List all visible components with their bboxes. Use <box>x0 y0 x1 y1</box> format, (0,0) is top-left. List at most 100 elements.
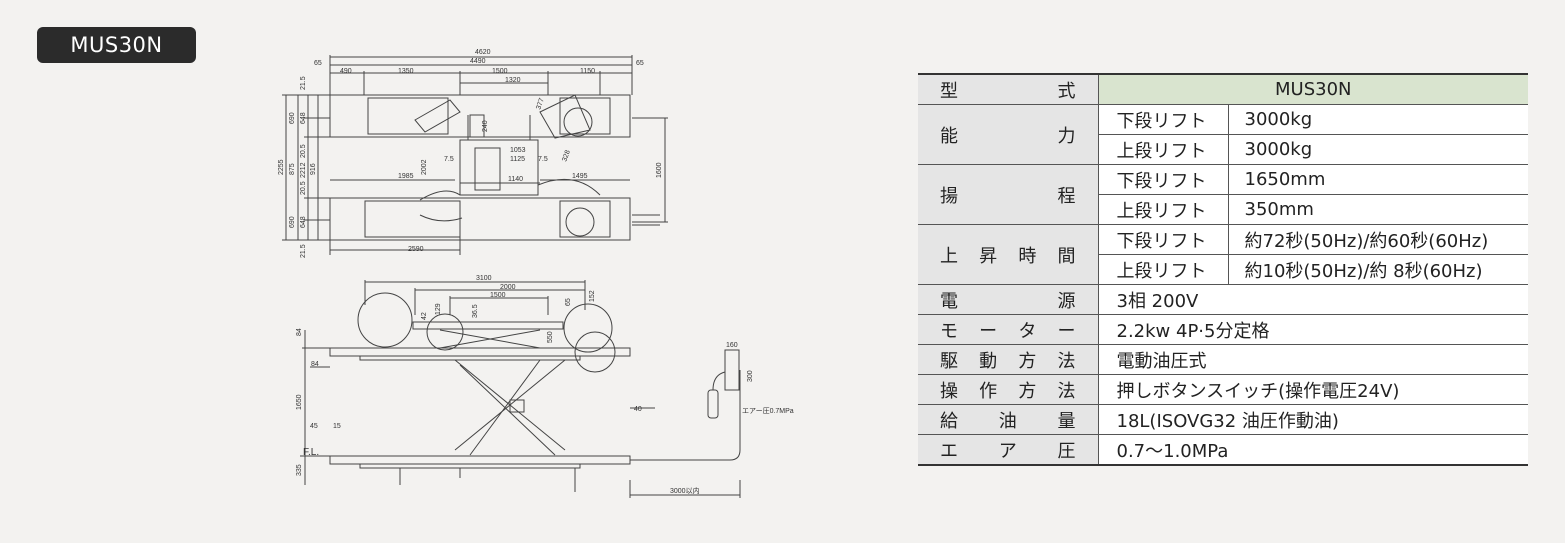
air-pressure-label: エアー圧0.7MPa <box>742 407 794 415</box>
dim-20-5-top: 20.5 <box>300 144 307 158</box>
spec-label: 給油量 <box>918 404 1099 435</box>
dim-65-right: 65 <box>636 60 644 67</box>
dim-1053: 1053 <box>510 147 526 154</box>
spec-value: 2.2kw 4P·5分定格 <box>1098 314 1528 345</box>
dim-84: 84 <box>311 361 319 368</box>
dim-7-5-right: 7.5 <box>538 156 548 163</box>
spec-value: 電動油圧式 <box>1098 344 1528 375</box>
dim-1150: 1150 <box>580 68 595 75</box>
spec-label-char: 給 <box>940 410 958 432</box>
dim-4490: 4490 <box>470 58 486 65</box>
dim-65-left: 65 <box>314 60 322 67</box>
dim-1600: 1600 <box>656 162 663 178</box>
dim-875: 875 <box>289 163 296 175</box>
spec-label-char: 方 <box>1018 380 1037 402</box>
dim-20-5-bottom: 20.5 <box>300 181 307 195</box>
technical-drawings: 4620 4490 65 65 490 1350 1500 1150 1320 … <box>278 49 794 498</box>
spec-row: 駆動方法電動油圧式 <box>918 344 1528 375</box>
dim-84-top: 84 <box>296 328 303 336</box>
spec-value: 1650mm <box>1228 164 1528 195</box>
spec-label-char: 揚 <box>940 185 958 207</box>
dim-690-top: 690 <box>289 112 296 124</box>
spec-label: 操作方法 <box>918 374 1099 405</box>
spec-label-char: 駆 <box>940 350 958 372</box>
dim-152: 152 <box>589 290 596 302</box>
spec-value: 押しボタンスイッチ(操作電圧24V) <box>1098 374 1528 405</box>
dim-2212: 2212 <box>300 162 307 178</box>
spec-sub-label: 上段リフト <box>1098 134 1229 165</box>
plan-view-dimensions: 4620 4490 65 65 490 1350 1500 1150 1320 … <box>278 49 663 258</box>
spec-label: 型式 <box>918 74 1099 105</box>
dim-1500: 1500 <box>492 68 508 75</box>
dim-1350: 1350 <box>398 68 414 75</box>
spec-label-char: 法 <box>1057 350 1076 372</box>
spec-row: エ ア 圧 0.7〜1.0MPa <box>918 434 1528 466</box>
spec-label-char: ア <box>998 440 1017 462</box>
dim-2590: 2590 <box>408 246 424 253</box>
spec-label-char: エ <box>940 440 958 462</box>
spec-value: 3000kg <box>1228 134 1528 165</box>
spec-sub-label: 上段リフト <box>1098 254 1229 285</box>
spec-label: 揚程 <box>918 164 1099 225</box>
dim-1320: 1320 <box>505 77 521 84</box>
dim-3100: 3100 <box>476 275 492 282</box>
spec-sub-label: 下段リフト <box>1098 104 1229 135</box>
spec-label: 能力 <box>918 104 1099 165</box>
spec-value: 350mm <box>1228 194 1528 225</box>
spec-label-char: 源 <box>1057 290 1076 312</box>
spec-label: 電源 <box>918 284 1099 315</box>
spec-label-char: モ <box>940 320 958 342</box>
spec-label: 駆動方法 <box>918 344 1099 375</box>
spec-label-char: ー <box>979 320 998 342</box>
dim-2255: 2255 <box>278 159 285 175</box>
spec-label-char: 昇 <box>979 245 998 267</box>
spec-label-char: 間 <box>1057 245 1076 267</box>
dim-300: 300 <box>747 370 754 382</box>
dim-240: 240 <box>482 120 489 132</box>
spec-label-char: 程 <box>1057 185 1076 207</box>
spec-value: 約72秒(50Hz)/約60秒(60Hz) <box>1228 224 1528 255</box>
spec-label-char: 型 <box>940 80 958 102</box>
spec-value: 3相 200V <box>1098 284 1528 315</box>
dim-1500-side: 1500 <box>490 292 506 299</box>
spec-label-char: 量 <box>1057 410 1076 432</box>
dim-648-bottom: 648 <box>300 216 307 228</box>
dim-1495: 1495 <box>572 173 588 180</box>
dim-160: 160 <box>726 342 738 349</box>
dim-129: 129 <box>435 303 442 315</box>
side-view-dimensions: 3100 2000 1500 1650 335 84 84 45 15 40 1… <box>296 275 794 495</box>
spec-sub-label: 下段リフト <box>1098 164 1229 195</box>
dim-4620: 4620 <box>475 49 491 56</box>
dim-1140: 1140 <box>508 176 523 183</box>
spec-label-char: 法 <box>1057 380 1076 402</box>
dim-690-bottom: 690 <box>289 216 296 228</box>
dim-328: 328 <box>561 149 572 162</box>
spec-label-char: 能 <box>940 125 958 147</box>
spec-header-value: MUS30N <box>1098 74 1528 105</box>
dim-45: 45 <box>310 423 318 430</box>
spec-label-char: 電 <box>940 290 958 312</box>
spec-label-char: 圧 <box>1057 440 1076 462</box>
spec-label-char: 操 <box>940 380 958 402</box>
spec-label-char: 式 <box>1057 80 1076 102</box>
spec-value: 0.7〜1.0MPa <box>1098 434 1528 466</box>
spec-label-char: 力 <box>1057 125 1076 147</box>
spec-value: 3000kg <box>1228 104 1528 135</box>
spec-label-char: タ <box>1018 320 1037 342</box>
floor-level-label: F.L. <box>303 447 319 458</box>
spec-label: 上昇時間 <box>918 224 1099 285</box>
dim-15: 15 <box>333 423 341 430</box>
spec-row: 操作方法押しボタンスイッチ(操作電圧24V) <box>918 374 1528 405</box>
dim-7-5-left: 7.5 <box>444 156 454 163</box>
spec-label-char: 上 <box>940 245 958 267</box>
spec-row: 上昇時間下段リフト約72秒(50Hz)/約60秒(60Hz) <box>918 224 1528 285</box>
spec-sub-label: 上段リフト <box>1098 194 1229 225</box>
spec-label-char: 方 <box>1018 350 1037 372</box>
spec-label: エア圧 <box>918 434 1099 466</box>
